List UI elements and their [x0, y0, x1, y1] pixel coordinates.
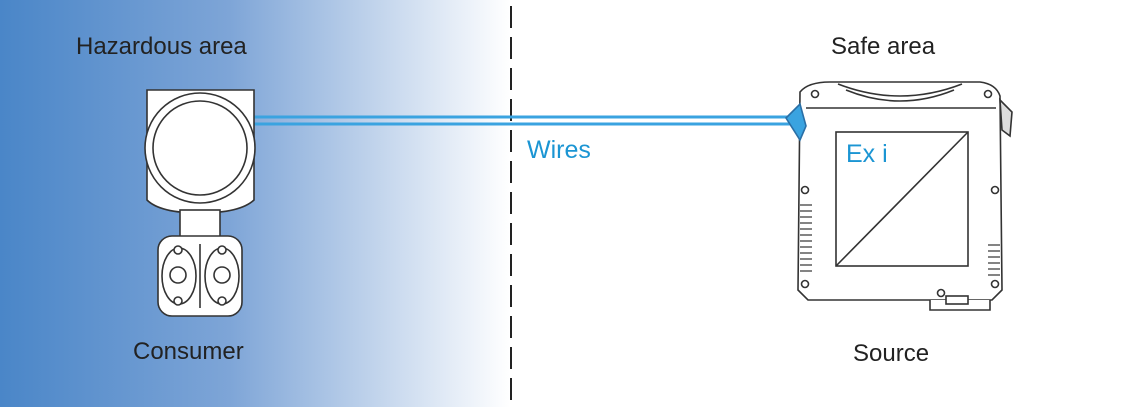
consumer-label: Consumer: [133, 338, 244, 365]
wires-line: [254, 115, 792, 126]
ex-i-label: Ex i: [846, 140, 888, 168]
hazardous-area-label: Hazardous area: [76, 33, 247, 60]
wires-label: Wires: [527, 136, 591, 164]
transmitter-device-icon: [144, 89, 256, 317]
safe-area-label: Safe area: [831, 33, 936, 60]
isolator-module-icon: [784, 81, 1013, 311]
source-label: Source: [853, 340, 930, 367]
hazardous-area-zone: [0, 0, 510, 407]
